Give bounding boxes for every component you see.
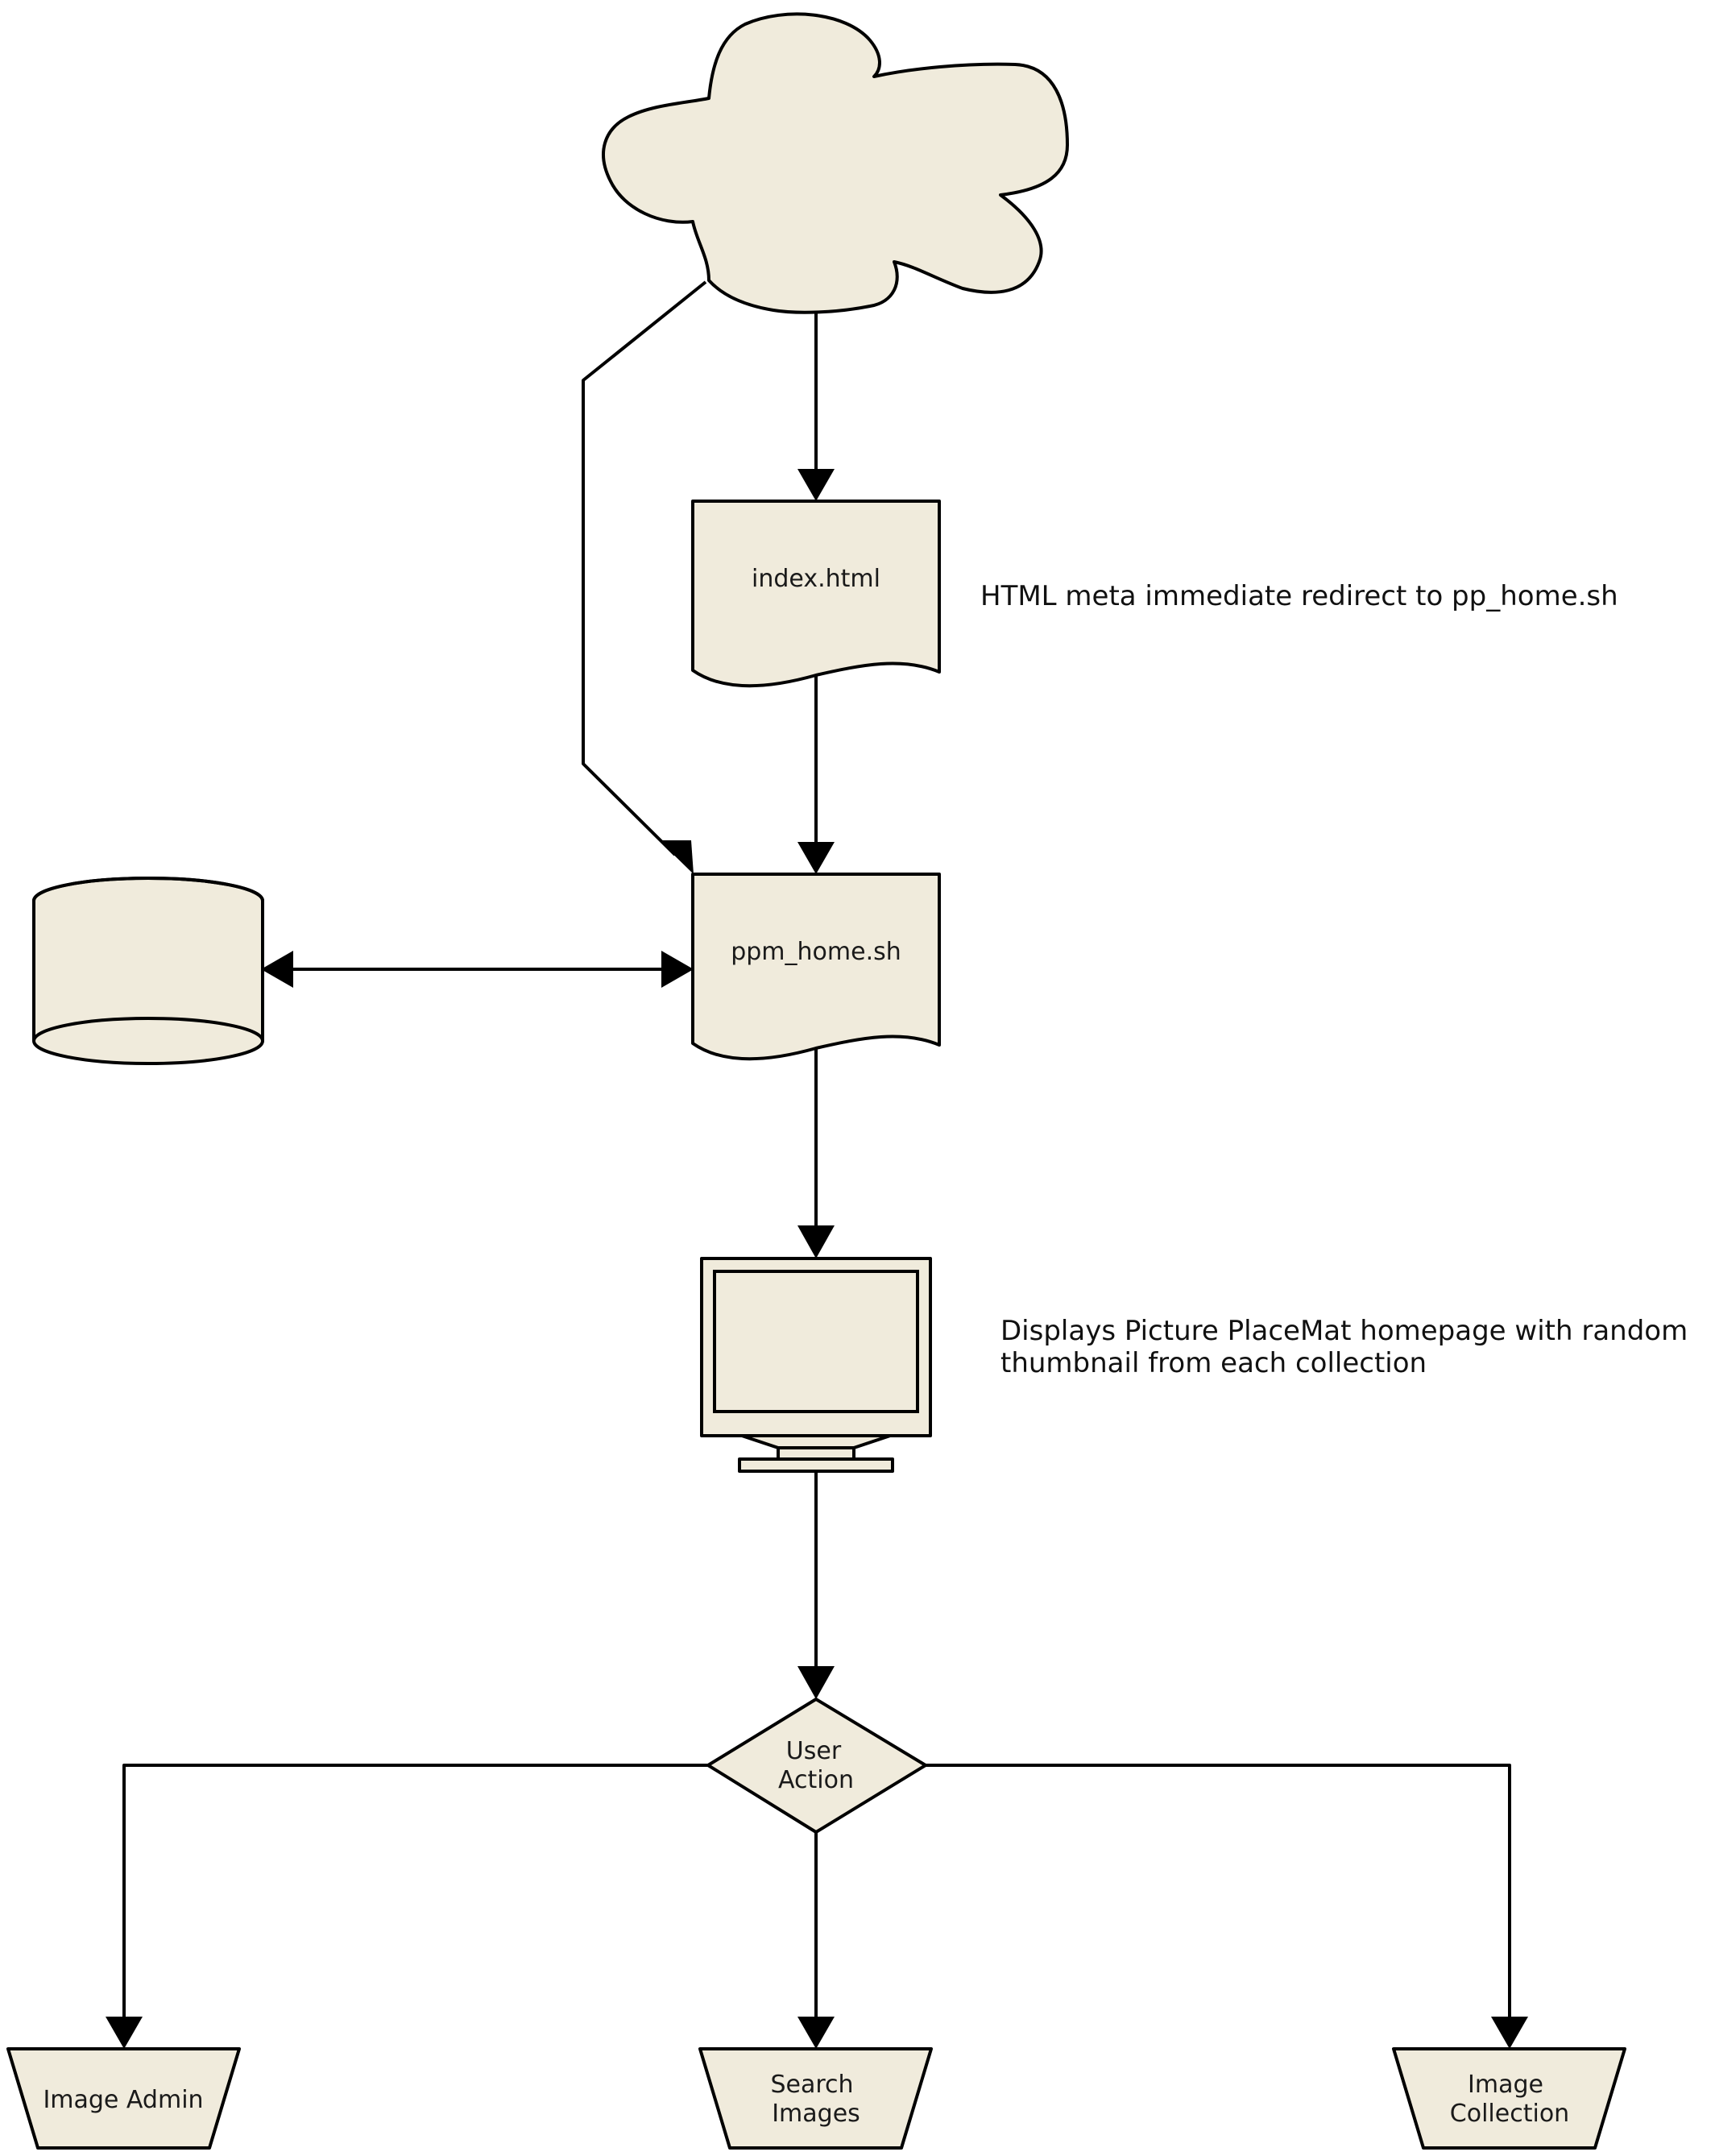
search-images-label: Search	[770, 2071, 853, 2099]
display-note: Displays Picture PlaceMat homepage with …	[1000, 1315, 1688, 1347]
arrowhead-image-admin	[106, 2017, 143, 2049]
cloud-node	[602, 12, 1069, 314]
manual-operation-shape	[1392, 2047, 1626, 2150]
arrowhead-ppm-home-top	[797, 842, 835, 874]
display-note: thumbnail from each collection	[1000, 1347, 1427, 1379]
cloud-icon	[602, 12, 1069, 314]
arrowhead-ppm-home-diagonal	[659, 840, 694, 874]
search-images-label: Images	[772, 2100, 860, 2128]
monitor-screen	[713, 1270, 919, 1413]
image-collection-node: Image Collection	[1392, 2047, 1626, 2150]
arrowhead-ppm-home-left	[661, 951, 694, 988]
user-action-label: Action	[778, 1766, 854, 1794]
arrowhead-index-top	[797, 469, 835, 501]
edge-user-action-to-image-admin	[122, 1764, 708, 2019]
ppm-home-label: ppm_home.sh	[731, 938, 901, 966]
user-action-label: User	[786, 1737, 842, 1765]
annotations: HTML meta immediate redirect to pp_home.…	[980, 580, 1688, 1379]
search-images-node: Search Images	[698, 2047, 933, 2150]
monitor-neck	[740, 1434, 892, 1449]
monitor-stem	[777, 1446, 855, 1461]
edge-user-action-to-image-collection	[926, 1764, 1511, 2019]
database-node	[32, 877, 264, 1065]
arrowhead-user-action-top	[797, 1666, 835, 1699]
document-icon	[691, 500, 941, 688]
display-node	[700, 1257, 932, 1473]
image-collection-label: Image	[1468, 2071, 1543, 2099]
ppm-home-node: ppm_home.sh	[691, 873, 941, 1061]
image-collection-label: Collection	[1450, 2100, 1569, 2128]
index-html-node: index.html	[691, 500, 941, 688]
image-admin-node: Image Admin	[6, 2047, 241, 2150]
database-bottom-rim	[32, 1017, 264, 1042]
index-html-label: index.html	[752, 565, 880, 593]
manual-operation-shape	[698, 2047, 933, 2150]
document-icon	[691, 873, 941, 1061]
arrowhead-display-top	[797, 1225, 835, 1258]
user-action-node: User Action	[706, 1698, 927, 1834]
image-admin-label: Image Admin	[43, 2086, 203, 2114]
arrowhead-search-images	[797, 2017, 835, 2049]
decision-diamond	[706, 1698, 927, 1834]
redirect-note: HTML meta immediate redirect to pp_home.…	[980, 580, 1618, 612]
manual-operation-shape	[6, 2047, 241, 2150]
arrowhead-database	[261, 951, 293, 988]
arrowhead-image-collection	[1491, 2017, 1528, 2049]
database-icon	[32, 877, 264, 1065]
edges	[106, 280, 1528, 2049]
database-top-rim	[32, 877, 264, 902]
monitor-base	[738, 1457, 894, 1473]
edge-cloud-to-ppm-home	[582, 280, 707, 856]
